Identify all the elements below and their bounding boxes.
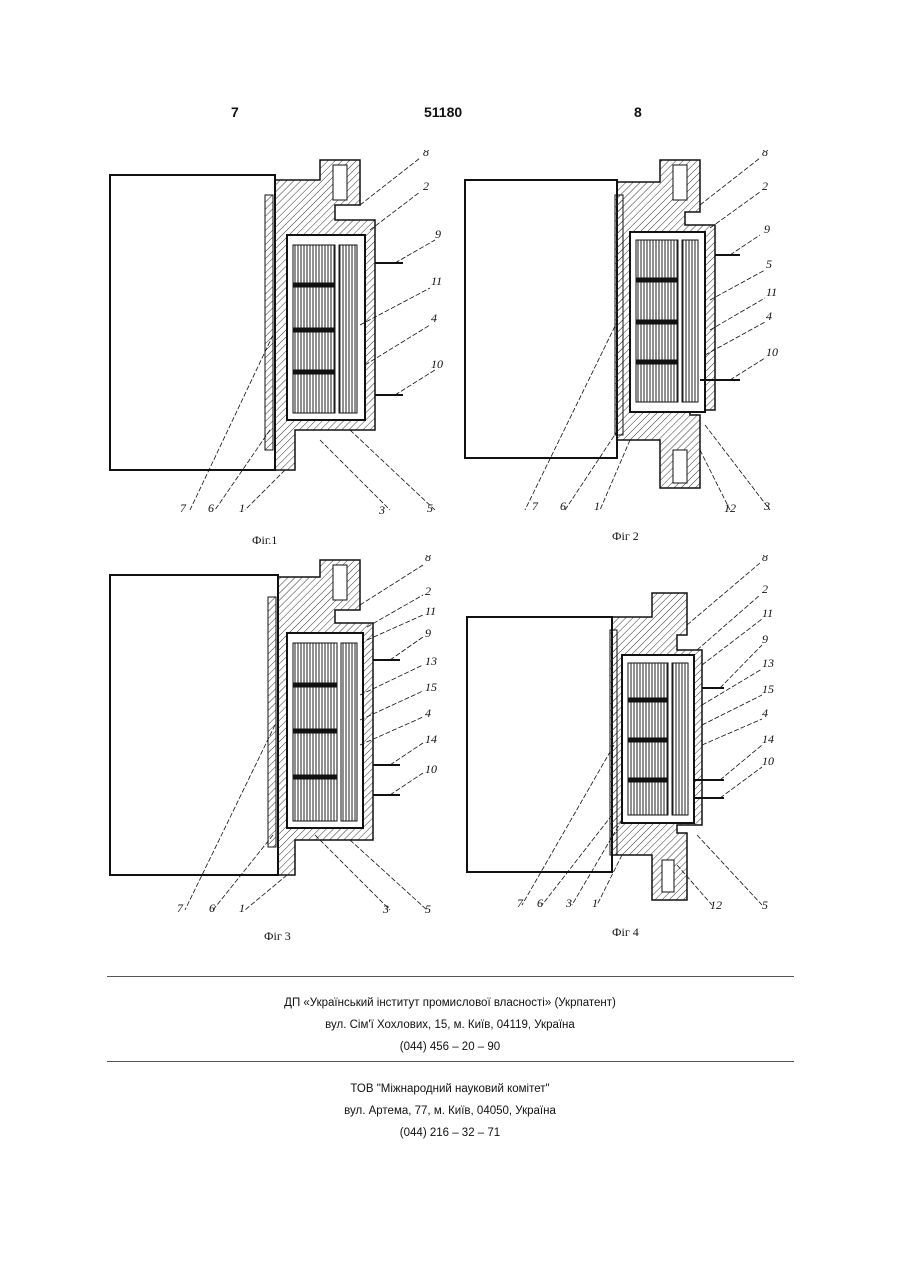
figure-4-label: 3 xyxy=(565,896,572,910)
figure-3-label: 5 xyxy=(425,902,431,916)
figure-2-label: 7 xyxy=(532,499,539,513)
figure-4-label: 5 xyxy=(762,898,768,912)
figure-4-label: 12 xyxy=(710,898,722,912)
figure-1-label: 2 xyxy=(423,179,429,193)
figure-4-label: 11 xyxy=(762,606,773,620)
figure-3-label: 2 xyxy=(425,584,431,598)
figure-4-label: 15 xyxy=(762,682,774,696)
figure-1-label: 10 xyxy=(431,357,443,371)
figure-4-label: 10 xyxy=(762,754,774,768)
figure-2-label: 1 xyxy=(594,499,600,513)
figure-2-label: 4 xyxy=(766,309,772,323)
figure-4-label: 7 xyxy=(517,896,524,910)
figure-1-drawing: 8 2 9 11 4 10 7 6 1 3 5 xyxy=(105,150,450,530)
figure-3-label: 11 xyxy=(425,604,436,618)
figure-4-label: 14 xyxy=(762,732,774,746)
figure-4-drawing: 8 2 11 9 13 15 4 14 10 7 6 3 1 12 5 xyxy=(462,555,802,925)
figure-3-label: 15 xyxy=(425,680,437,694)
publisher-address: вул. Сім'ї Хохлових, 15, м. Київ, 04119,… xyxy=(0,1014,900,1036)
publisher-phone: (044) 456 – 20 – 90 xyxy=(0,1036,900,1058)
figure-1-label: 6 xyxy=(208,501,214,515)
figure-2-label: 3 xyxy=(763,499,770,513)
figure-3-label: 4 xyxy=(425,706,431,720)
publisher-block: ДП «Український інститут промислової вла… xyxy=(0,992,900,1058)
figure-2-label: 10 xyxy=(766,345,778,359)
printer-address: вул. Артема, 77, м. Київ, 04050, Україна xyxy=(0,1100,900,1122)
figure-4-label: 9 xyxy=(762,632,768,646)
figure-4-label: 4 xyxy=(762,706,768,720)
figure-1-caption: Фіг.1 xyxy=(252,533,277,548)
figure-4-label: 6 xyxy=(537,896,543,910)
page-number-right: 8 xyxy=(634,104,642,120)
figure-3-drawing: 8 2 11 9 13 15 4 14 10 7 6 1 3 5 xyxy=(105,555,450,925)
figure-4-label: 1 xyxy=(592,896,598,910)
publisher-name: ДП «Український інститут промислової вла… xyxy=(0,992,900,1014)
figure-2-label: 11 xyxy=(766,285,777,299)
figure-4-caption: Фіг 4 xyxy=(612,925,639,940)
patent-number: 51180 xyxy=(424,104,462,120)
figure-3-label: 10 xyxy=(425,762,437,776)
figure-3-label: 6 xyxy=(209,901,215,915)
figure-1-label: 3 xyxy=(378,503,385,517)
figure-1-label: 11 xyxy=(431,274,442,288)
printer-block: ТОВ "Міжнародний науковий комітет" вул. … xyxy=(0,1078,900,1144)
figure-1-label: 4 xyxy=(431,311,437,325)
figure-3-label: 1 xyxy=(239,901,245,915)
figure-1-label: 7 xyxy=(180,501,187,515)
figure-3-label: 9 xyxy=(425,626,431,640)
figure-2-label: 8 xyxy=(762,150,768,159)
figure-1-label: 8 xyxy=(423,150,429,159)
figure-3-label: 13 xyxy=(425,654,437,668)
figure-4-label: 13 xyxy=(762,656,774,670)
figure-4-label: 8 xyxy=(762,555,768,564)
page-number-left: 7 xyxy=(231,104,239,120)
figure-3-label: 3 xyxy=(382,902,389,916)
figure-2-label: 12 xyxy=(724,501,736,515)
figure-4-label: 2 xyxy=(762,582,768,596)
printer-phone: (044) 216 – 32 – 71 xyxy=(0,1122,900,1144)
figure-2-drawing: 8 2 9 5 11 4 10 7 6 1 12 3 xyxy=(460,150,800,530)
figure-1-label: 1 xyxy=(239,501,245,515)
printer-name: ТОВ "Міжнародний науковий комітет" xyxy=(0,1078,900,1100)
figure-2-label: 5 xyxy=(766,257,772,271)
figure-3-label: 14 xyxy=(425,732,437,746)
figure-2-label: 6 xyxy=(560,499,566,513)
figure-3-label: 8 xyxy=(425,555,431,564)
figure-2-label: 9 xyxy=(764,222,770,236)
footer-divider-top xyxy=(107,976,794,977)
figure-3-caption: Фіг 3 xyxy=(264,929,291,944)
figure-3-label: 7 xyxy=(177,901,184,915)
footer-divider-bottom xyxy=(107,1061,794,1062)
figure-2-label: 2 xyxy=(762,179,768,193)
figure-2-caption: Фіг 2 xyxy=(612,529,639,544)
figure-1-label: 9 xyxy=(435,227,441,241)
figure-1-label: 5 xyxy=(427,501,433,515)
